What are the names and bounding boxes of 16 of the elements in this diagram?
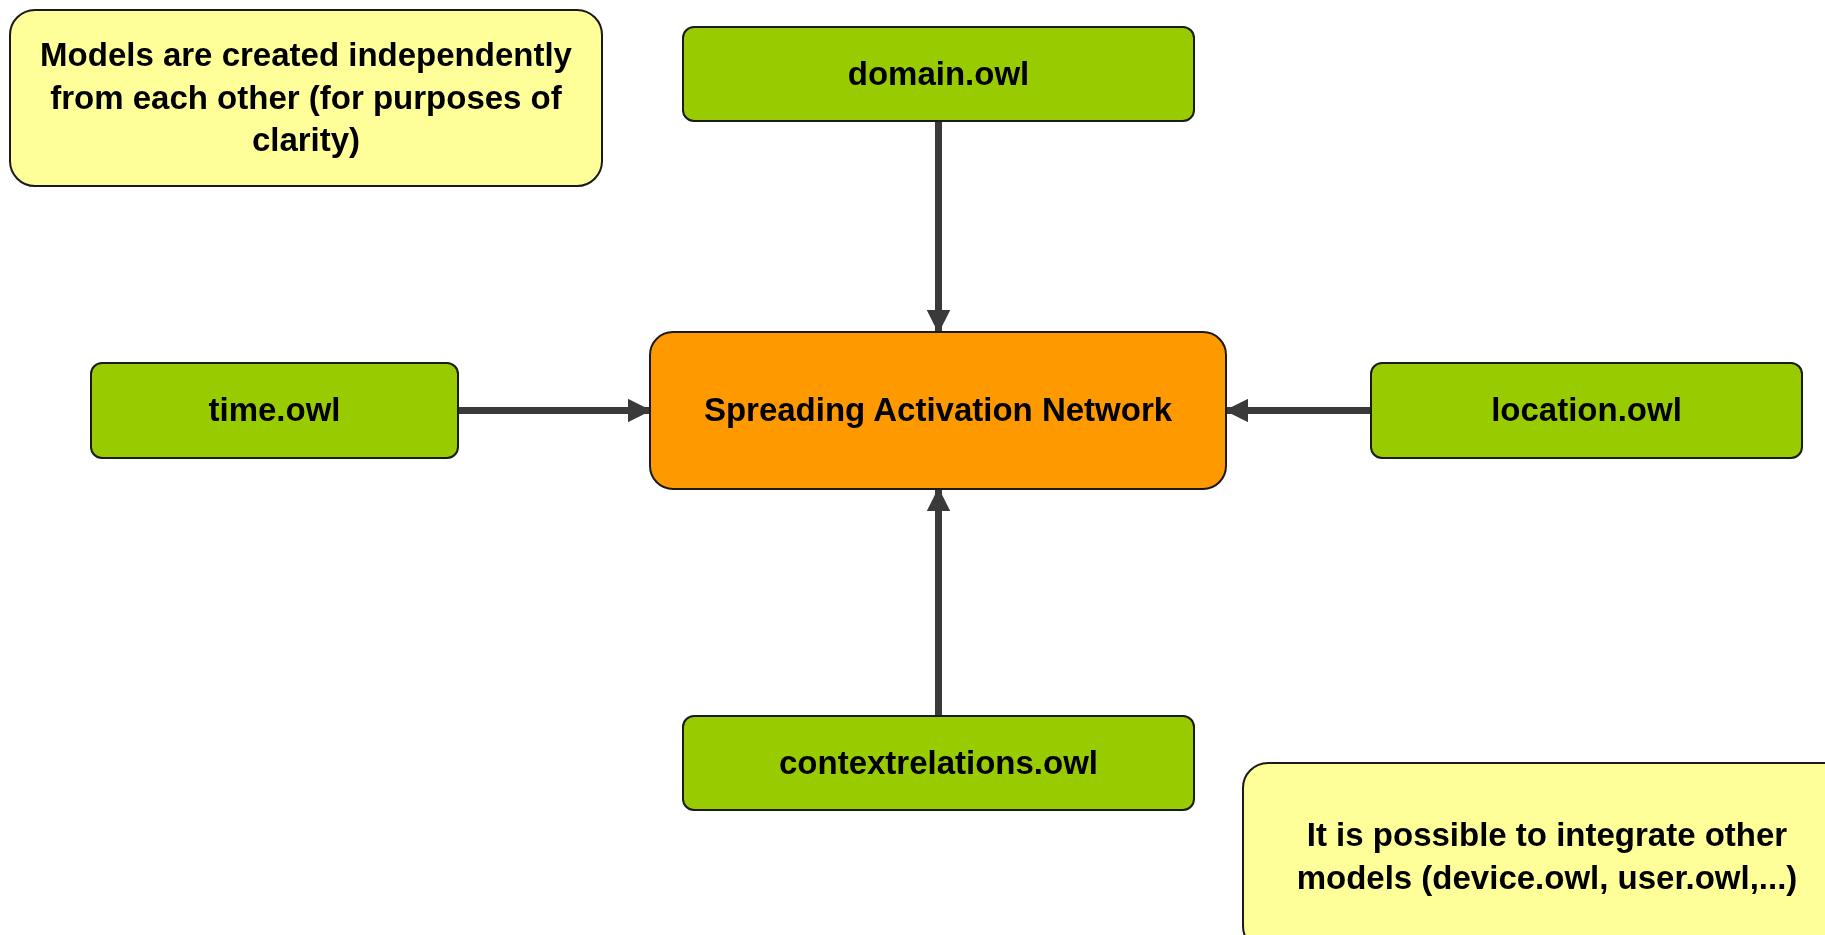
node-label: Spreading Activation Network (703, 390, 1173, 431)
note-box (9, 9, 603, 187)
node-label: domain.owl (847, 53, 1030, 94)
note-box (1242, 762, 1825, 935)
model-box (682, 26, 1195, 122)
arrow (926, 122, 951, 334)
model-box (682, 715, 1195, 811)
network-box (649, 331, 1227, 490)
model-box (1370, 362, 1803, 459)
model-box (90, 362, 459, 459)
node-label: Models are created independently from each other (for purposes of clarity) (39, 34, 573, 161)
node-label: location.owl (1491, 390, 1682, 431)
node-label: It is possible to integrate other models (device.owl, user.owl,...) (1295, 815, 1799, 898)
node-label: time.owl (208, 390, 341, 431)
arrow (926, 487, 951, 715)
node-label: contextrelations.owl (778, 742, 1099, 783)
